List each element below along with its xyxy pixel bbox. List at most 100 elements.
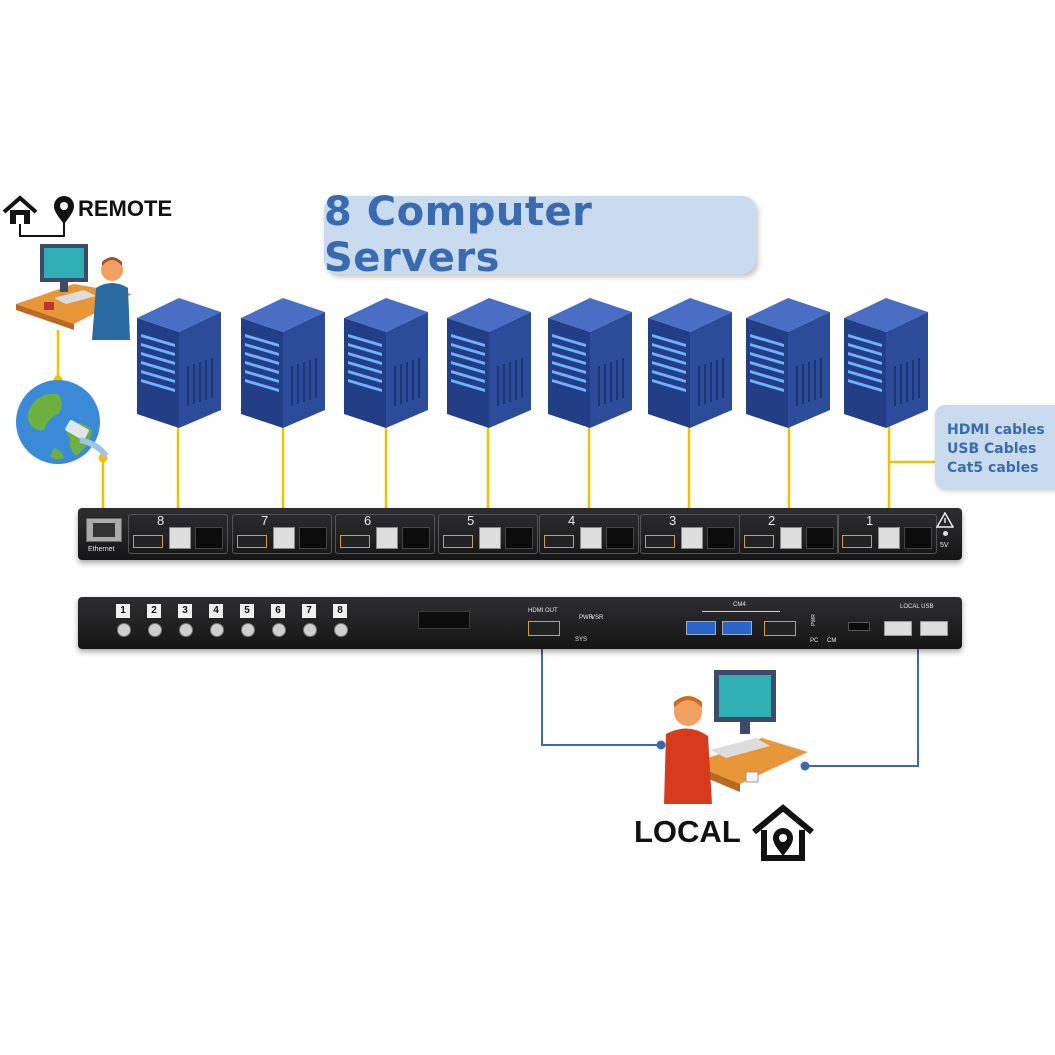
port-group: 2 [739, 513, 839, 554]
hdmi-port[interactable] [842, 535, 872, 548]
port-number: 1 [866, 513, 874, 528]
channel-number: 1 [116, 604, 130, 618]
port-number: 5 [467, 513, 475, 528]
remote-label: REMOTE [78, 196, 173, 221]
local-usb-port-2[interactable] [920, 621, 948, 636]
ethernet-port[interactable] [86, 518, 122, 542]
cable-info-usb: USB Cables [947, 441, 1037, 457]
hdmi-port[interactable] [237, 535, 267, 548]
local-hdmi-dot [656, 740, 666, 750]
local-usb-label: LOCAL USB [900, 604, 934, 610]
cm4-bracket [702, 611, 780, 612]
hdmi-port[interactable] [133, 535, 163, 548]
location-pin-icon [54, 196, 74, 224]
local-usb-port-1[interactable] [884, 621, 912, 636]
usb-b-port[interactable] [479, 527, 501, 549]
channel-number: 8 [333, 604, 347, 618]
server-icon [137, 298, 221, 428]
display-window [418, 611, 470, 629]
title-banner: 8 Computer Servers [324, 189, 756, 281]
home-icon [2, 195, 65, 237]
server-icon [548, 298, 632, 428]
rj45-port[interactable] [402, 527, 430, 549]
usb3-port-1[interactable] [686, 621, 716, 635]
usb-b-port[interactable] [376, 527, 398, 549]
usb-b-port[interactable] [580, 527, 602, 549]
sd-card-slot[interactable] [848, 622, 870, 631]
channel-number: 7 [302, 604, 316, 618]
ethernet-label: Ethernet [88, 546, 115, 553]
cm4-label: CM4 [733, 602, 746, 608]
power-jack[interactable] [943, 531, 948, 536]
server-icon [344, 298, 428, 428]
pc-label: PC [810, 638, 819, 644]
local-user-icon [664, 670, 808, 804]
usb-b-port[interactable] [273, 527, 295, 549]
usb-b-port[interactable] [169, 527, 191, 549]
rj45-port[interactable] [505, 527, 533, 549]
channel-number: 6 [271, 604, 285, 618]
hdmi-out-wire [541, 645, 660, 746]
port-number: 6 [364, 513, 372, 528]
port-group: 5 [438, 513, 538, 554]
globe-icon [16, 380, 109, 464]
local-usb-desk-dot [800, 761, 810, 771]
hdmi-port[interactable] [645, 535, 675, 548]
cm-label: CM [827, 638, 837, 644]
server-icon [746, 298, 830, 428]
port-number: 2 [768, 513, 776, 528]
rj45-port[interactable] [806, 527, 834, 549]
local-label: LOCAL [634, 814, 741, 849]
server-icon [648, 298, 732, 428]
cm4-hdmi-port[interactable] [764, 621, 796, 636]
rj45-port[interactable] [195, 527, 223, 549]
warning-icon [936, 512, 954, 528]
remote-user-icon [16, 244, 132, 340]
server-icon [241, 298, 325, 428]
hdmi-out-port[interactable] [528, 621, 560, 636]
channel-button[interactable] [303, 623, 317, 637]
port-number: 4 [568, 513, 576, 528]
channel-number: 5 [240, 604, 254, 618]
channel-button[interactable] [210, 623, 224, 637]
port-group: 7 [232, 513, 332, 554]
port-group: 6 [335, 513, 435, 554]
server-icon [844, 298, 928, 428]
port-number: 8 [157, 513, 165, 528]
rj45-port[interactable] [707, 527, 735, 549]
page-title: 8 Computer Servers [324, 189, 593, 281]
channel-button[interactable] [272, 623, 286, 637]
rj45-port[interactable] [299, 527, 327, 549]
cable-info-box: HDMI cables USB Cables Cat5 cables [935, 405, 1055, 489]
kvm-rear-panel: Ethernet 8 7 6 5 4 3 2 1 5V [78, 508, 962, 560]
port-group: 1 [837, 513, 937, 554]
hdmi-port[interactable] [544, 535, 574, 548]
channel-button[interactable] [241, 623, 255, 637]
port-group: 4 [539, 513, 639, 554]
local-usb-wire [806, 645, 919, 767]
port-number: 3 [669, 513, 677, 528]
cable-info-cat5: Cat5 cables [947, 460, 1039, 476]
usb-b-port[interactable] [681, 527, 703, 549]
hdmi-port[interactable] [340, 535, 370, 548]
pwr-pc-label: PWR [810, 614, 817, 626]
rj45-port[interactable] [904, 527, 932, 549]
hdmi-port[interactable] [443, 535, 473, 548]
channel-button[interactable] [148, 623, 162, 637]
channel-button[interactable] [117, 623, 131, 637]
sys-label: SYS [575, 637, 588, 643]
cable-info-hdmi: HDMI cables [947, 422, 1045, 438]
channel-number: 4 [209, 604, 223, 618]
hdmi-out-label: HDMI OUT [528, 608, 558, 614]
usb3-port-2[interactable] [722, 621, 752, 635]
rj45-port[interactable] [606, 527, 634, 549]
usb-b-port[interactable] [878, 527, 900, 549]
pwr-led-label: PWR [579, 615, 593, 621]
channel-button[interactable] [179, 623, 193, 637]
port-group: 8 [128, 513, 228, 554]
usb-b-port[interactable] [780, 527, 802, 549]
channel-button[interactable] [334, 623, 348, 637]
hdmi-port[interactable] [744, 535, 774, 548]
power-label: 5V [940, 542, 949, 549]
